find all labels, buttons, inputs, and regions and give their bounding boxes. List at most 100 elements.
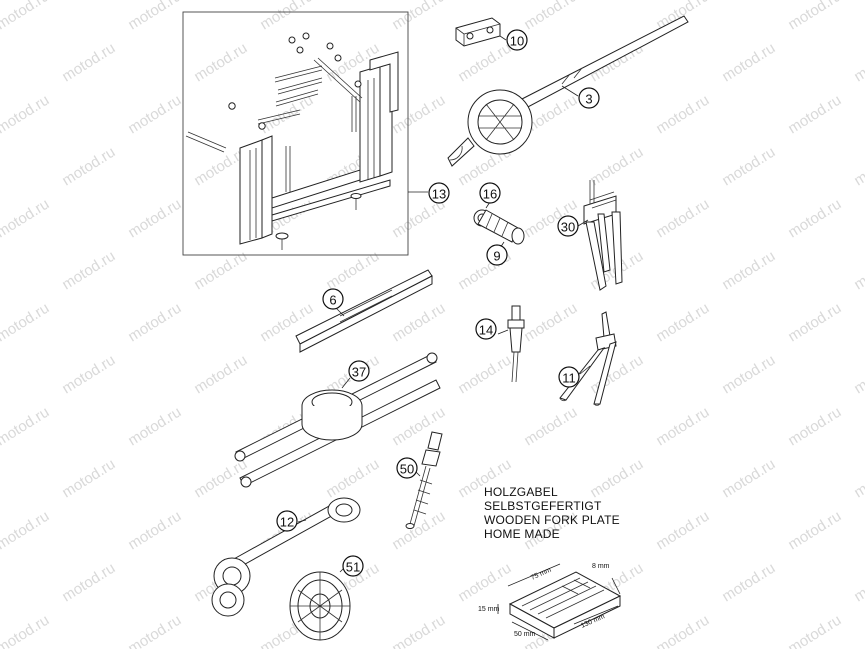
watermark-text: motod.ru [521,300,580,346]
watermark-text: motod.ru [125,196,184,242]
part-13-assembly [182,11,428,256]
watermark-text: motod.ru [851,248,865,294]
watermark-text: motod.ru [785,404,844,450]
watermark-text: motod.ru [0,404,52,450]
callout-13: 13 [428,182,450,204]
part-30-puller [577,180,623,291]
watermark-text: motod.ru [191,40,250,86]
svg-text:11: 11 [562,371,576,386]
part-16-9-sleeve-bolt [473,201,525,249]
watermark-text: motod.ru [653,612,712,649]
watermark-text: motod.ru [257,0,316,33]
svg-text:16: 16 [483,187,497,202]
dim-8-label: 8 mm [592,563,610,570]
watermark-text: motod.ru [0,196,52,242]
svg-text:3: 3 [585,92,592,107]
callout-14: 14 [475,318,497,340]
note-line: HOME MADE [484,527,560,541]
watermark-text: motod.ru [719,456,778,502]
watermark-text: motod.ru [521,0,580,33]
watermark-text: motod.ru [455,352,514,398]
svg-text:50: 50 [400,462,414,477]
watermark-text: motod.ru [455,560,514,606]
watermark-text: motod.ru [191,352,250,398]
dim-75-label: 75 mm [530,567,553,582]
wooden-fork-plate-note: HOLZGABEL SELBSTGEFERTIGT WOODEN FORK PL… [484,485,620,541]
svg-text:30: 30 [561,220,575,235]
svg-text:9: 9 [493,249,500,264]
watermark-text: motod.ru [719,144,778,190]
svg-text:51: 51 [346,560,360,575]
watermark-text: motod.ru [653,404,712,450]
svg-text:37: 37 [352,365,366,380]
watermark-text: motod.ru [59,144,118,190]
watermark-text: motod.ru [59,560,118,606]
part-51-flywheel-puller [211,565,351,641]
watermark-text: motod.ru [653,196,712,242]
watermark-text: motod.ru [389,612,448,649]
watermark-text: motod.ru [851,456,865,502]
svg-text:12: 12 [280,515,294,530]
svg-text:10: 10 [510,34,524,49]
part-14-extractor [497,305,525,383]
callout-11: 11 [558,366,580,388]
watermark-text: motod.ru [587,144,646,190]
watermark-text: motod.ru [785,0,844,33]
watermark-text: motod.ru [851,352,865,398]
note-line: HOLZGABEL [484,485,558,499]
watermark-text: motod.ru [0,0,52,33]
watermark-text: motod.ru [389,508,448,554]
watermark-text: motod.ru [653,92,712,138]
watermark-text: motod.ru [0,612,52,649]
watermark-text: motod.ru [59,248,118,294]
watermark-text: motod.ru [125,300,184,346]
svg-text:6: 6 [329,293,336,308]
watermark-text: motod.ru [125,612,184,649]
watermark-text: motod.ru [653,300,712,346]
watermark-text: motod.ru [785,508,844,554]
watermark-text: motod.ru [785,196,844,242]
dim-15-label: 15 mm [478,606,500,613]
watermark-text: motod.ru [521,404,580,450]
watermark-text: motod.ru [653,508,712,554]
wooden-fork-plate-sketch [497,563,622,641]
note-line: SELBSTGEFERTIGT [484,499,602,513]
watermark-text: motod.ru [59,40,118,86]
note-line: WOODEN FORK PLATE [484,513,620,527]
watermark-text: motod.ru [851,40,865,86]
watermark-text: motod.ru [0,508,52,554]
callout-37: 37 [348,360,370,382]
watermark-text: motod.ru [59,456,118,502]
dim-50-label: 50 mm [514,631,536,638]
watermark-text: motod.ru [125,508,184,554]
callout-12: 12 [276,510,298,532]
part-6-bar [295,269,433,353]
part-37-clamp [234,352,441,488]
part-11-pliers [559,311,617,406]
callout-30: 30 [557,215,579,237]
watermark-text: motod.ru [719,40,778,86]
watermark-text: motod.ru [785,92,844,138]
svg-text:14: 14 [479,323,493,338]
callout-9: 9 [486,244,508,266]
part-50-bolt [405,431,443,529]
part-3-holding-wrench [447,15,689,167]
watermark-text: motod.ru [785,300,844,346]
watermark-text: motod.ru [0,300,52,346]
watermark-text: motod.ru [719,352,778,398]
svg-text:13: 13 [432,187,446,202]
watermark-text: motod.ru [851,144,865,190]
watermark-text: motod.ru [191,248,250,294]
watermark-text: motod.ru [125,404,184,450]
callout-6: 6 [322,288,344,310]
watermark-text: motod.ru [719,560,778,606]
watermark-text: motod.ru [389,300,448,346]
watermark-text: motod.ru [323,456,382,502]
watermark-text: motod.ru [125,92,184,138]
watermark-text: motod.ru [851,560,865,606]
watermark-text: motod.ru [719,248,778,294]
watermark-text: motod.ru [0,92,52,138]
